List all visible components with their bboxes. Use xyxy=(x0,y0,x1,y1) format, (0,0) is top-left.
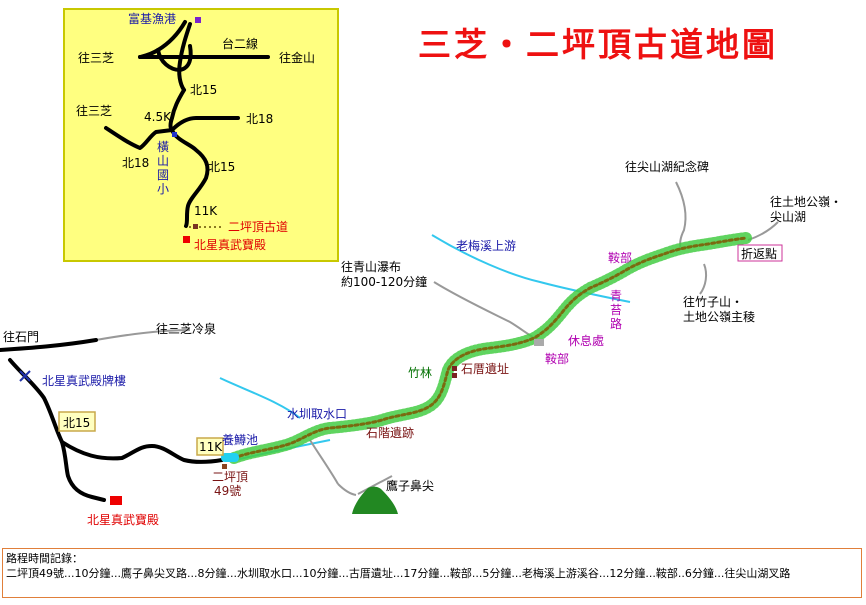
label-turnback: 折返點 xyxy=(741,246,777,261)
svg-text:小: 小 xyxy=(157,182,169,196)
svg-text:橫: 橫 xyxy=(157,140,169,154)
label-inset-to-sanzhi-mid: 往三芝 xyxy=(76,103,112,118)
label-bei15: 北15 xyxy=(63,416,90,430)
label-4-5k: 4.5K xyxy=(144,110,172,124)
label-rest-area: 休息處 xyxy=(568,333,604,348)
route-time-log: 路程時間記錄： 二坪頂49號...10分鐘...鷹子鼻尖叉路...8分鐘...水… xyxy=(2,548,862,598)
label-qingtai-1: 青 xyxy=(610,289,622,303)
turnback-box xyxy=(737,244,783,262)
temple-marker xyxy=(110,496,122,505)
trout-pond-marker xyxy=(221,453,239,462)
label-to-shimen: 往石門 xyxy=(3,329,39,344)
label-to-zhuzishan: 往竹子山・ xyxy=(683,294,743,309)
side-paths xyxy=(95,181,779,496)
label-stone-steps: 石階遺跡 xyxy=(366,425,414,440)
label-inset-bei18-right: 北18 xyxy=(246,112,273,126)
rest-area-marker xyxy=(534,339,544,346)
label-qingshan-time: 約100-120分鐘 xyxy=(341,274,427,289)
hengshan-school-marker xyxy=(172,132,177,137)
map-title: 三芝・二坪頂古道地圖 xyxy=(418,25,778,64)
label-qingtai-3: 路 xyxy=(610,316,622,331)
label-to-memorial: 往尖山湖紀念碑 xyxy=(625,159,709,174)
label-inset-bei18-left: 北18 xyxy=(122,156,149,170)
svg-text:國: 國 xyxy=(157,168,169,182)
label-bamboo: 竹林 xyxy=(408,366,432,380)
hawk-nose-peak-icon xyxy=(352,486,398,514)
label-pond: 養鱒池 xyxy=(222,432,258,447)
label-temple: 北星真武寶殿 xyxy=(87,512,159,527)
label-qingtai-2: 苔 xyxy=(610,303,622,317)
label-inset-trail: 二坪頂古道 xyxy=(228,219,288,234)
label-11k: 11K xyxy=(199,440,223,454)
main-trail xyxy=(232,236,748,460)
label-gate: 北星真武殿牌樓 xyxy=(42,373,126,388)
label-inset-temple: 北星真武寶殿 xyxy=(194,237,266,252)
label-saddle-2: 鞍部 xyxy=(545,351,569,366)
label-to-sanzhi-cold: 往三芝冷泉 xyxy=(156,321,216,336)
inset-roads xyxy=(104,20,270,228)
label-inset-bei15-b: 北15 xyxy=(208,160,235,174)
label-hengshan-school: 橫 山 國 小 xyxy=(157,140,169,196)
main-roads xyxy=(0,338,224,502)
label-to-tudi: 往土地公嶺・ xyxy=(770,194,842,209)
label-intake: 水圳取水口 xyxy=(287,407,347,421)
gate-marker xyxy=(19,370,31,382)
label-tai2-line: 台二線 xyxy=(222,36,258,51)
inset-background xyxy=(63,8,339,262)
fuji-harbor-marker xyxy=(195,17,201,23)
route-log-heading: 路程時間記錄： xyxy=(6,552,83,565)
label-saddle-1: 鞍部 xyxy=(608,250,632,265)
label-to-qingshan: 往青山瀑布 xyxy=(341,259,401,274)
label-hawk-nose: 鷹子鼻尖 xyxy=(386,478,434,493)
bei15-box xyxy=(58,411,96,432)
label-inset-11k: 11K xyxy=(194,204,218,218)
label-to-zhuzishan-2: 土地公嶺主稜 xyxy=(683,310,755,324)
label-old-house: 石厝遺址 xyxy=(461,361,509,376)
label-to-tudi-2: 尖山湖 xyxy=(770,209,806,224)
inset-11k-marker xyxy=(193,224,198,229)
svg-text:山: 山 xyxy=(157,154,169,168)
inset-temple-marker xyxy=(183,236,190,243)
route-log-text: 二坪頂49號...10分鐘...鷹子鼻尖叉路...8分鐘...水圳取水口...1… xyxy=(6,567,791,580)
label-erpingding: 二坪頂 xyxy=(212,470,248,484)
label-no49: 49號 xyxy=(214,484,241,498)
label-inset-bei15-a: 北15 xyxy=(190,83,217,97)
label-fuji-harbor: 富基漁港 xyxy=(128,11,176,26)
label-inset-to-sanzhi-top: 往三芝 xyxy=(78,50,114,65)
k11-box xyxy=(196,437,224,456)
label-to-jinshan: 往金山 xyxy=(279,50,315,65)
inset-map: 富基漁港 往三芝 台二線 往金山 北15 往三芝 4.5K 北18 北18 北1… xyxy=(63,8,339,262)
old-house-marker-2 xyxy=(452,373,457,378)
label-laomei-stream: 老梅溪上游 xyxy=(456,238,516,253)
erpingding-marker xyxy=(222,464,227,469)
old-house-marker xyxy=(452,366,457,371)
